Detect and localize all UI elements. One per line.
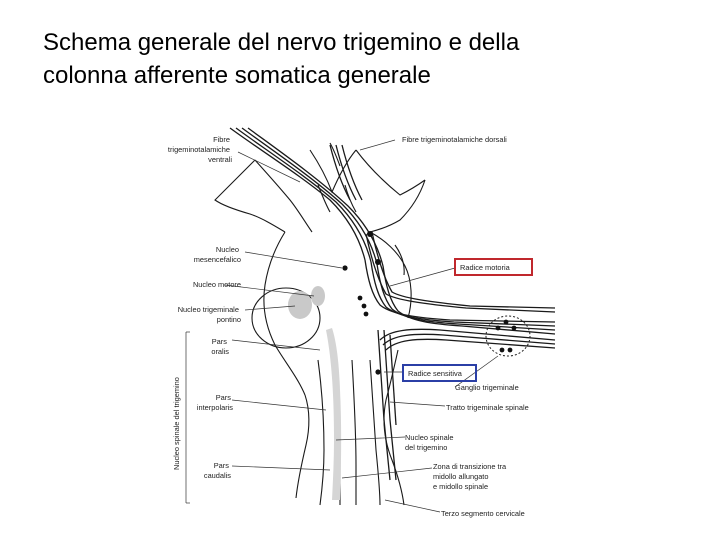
label-nucleo-pontino: Nucleo trigeminale pontino <box>178 305 241 324</box>
label-pars-oralis-line-2: oralis <box>211 347 229 356</box>
nucleo-spinale-shape <box>326 328 341 500</box>
label-nucleo-mesencefalico-line-1: Nucleo <box>216 245 239 254</box>
label-nucleo-spinale-line-1: Nucleo spinale <box>405 433 453 442</box>
label-pars-caudalis: Pars caudalis <box>204 461 231 480</box>
label-nucleo-motore: Nucleo motore <box>193 280 241 289</box>
fibre-bundle <box>230 128 555 480</box>
label-zona-transizione-line-2: midollo allungato <box>433 472 488 481</box>
label-pars-interpolaris: Pars interpolaris <box>197 393 233 412</box>
label-zona-transizione-line-1: Zona di transizione tra <box>433 462 507 471</box>
label-ganglio: Ganglio trigeminale <box>455 383 519 392</box>
label-pars-caudalis-line-1: Pars <box>214 461 230 470</box>
label-nucleo-mesencefalico-line-2: mesencefalico <box>194 255 241 264</box>
label-nucleo-pontino-line-1: Nucleo trigeminale <box>178 305 239 314</box>
label-fibre-dorsali: Fibre trigeminotalamiche dorsali <box>402 135 507 144</box>
label-fibre-ventrali-line-1: Fibre <box>213 135 230 144</box>
label-fibre-ventrali-line-2: trigeminotalamiche <box>168 145 230 154</box>
label-pars-oralis-line-1: Pars <box>212 337 228 346</box>
label-fibre-ventrali-line-3: ventrali <box>208 155 232 164</box>
label-nucleo-pontino-line-2: pontino <box>217 315 241 324</box>
label-radice-motoria: Radice motoria <box>460 263 511 272</box>
label-nucleo-mesencefalico: Nucleo mesencefalico <box>194 245 241 264</box>
label-tratto-spinale: Tratto trigeminale spinale <box>446 403 529 412</box>
label-pars-interpolaris-line-1: Pars <box>216 393 232 402</box>
label-pars-interpolaris-line-2: interpolaris <box>197 403 233 412</box>
label-terzo-segmento: Terzo segmento cervicale <box>441 509 525 518</box>
label-nucleo-spinale: Nucleo spinale del trigemino <box>405 433 456 452</box>
label-radice-sensitiva: Radice sensitiva <box>408 369 463 378</box>
label-nucleo-spinale-vertical: Nucleo spinale del trigemino <box>172 377 181 470</box>
label-zona-transizione-line-3: e midollo spinale <box>433 482 488 491</box>
label-zona-transizione: Zona di transizione tra midollo allungat… <box>433 462 508 491</box>
leader-lines <box>186 140 498 512</box>
label-fibre-ventrali: Fibre trigeminotalamiche ventrali <box>168 135 232 164</box>
label-pars-caudalis-line-2: caudalis <box>204 471 231 480</box>
nuclei <box>288 286 341 500</box>
label-nucleo-spinale-line-2: del trigemino <box>405 443 447 452</box>
label-pars-oralis: Pars oralis <box>211 337 229 356</box>
